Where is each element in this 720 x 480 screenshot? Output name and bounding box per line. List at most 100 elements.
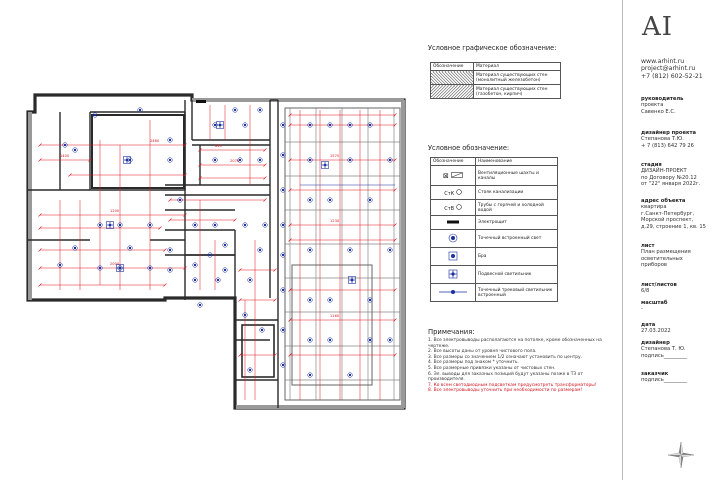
pendant-light-core bbox=[108, 223, 112, 227]
spot-light bbox=[307, 372, 313, 378]
dimension-tick bbox=[38, 226, 42, 230]
dimension-tick bbox=[393, 188, 397, 192]
legend-sewer-riser: Стояк канализации bbox=[475, 185, 558, 200]
spot-light bbox=[117, 222, 123, 228]
dimension-tick bbox=[163, 248, 167, 252]
legend-sconce: Бра bbox=[475, 247, 558, 266]
dimension-tick bbox=[233, 218, 237, 222]
title-field-value: Савенко Е.С. bbox=[641, 108, 676, 115]
pendant-light-core bbox=[323, 163, 327, 167]
dimension-tick bbox=[198, 163, 202, 167]
spot-light-core bbox=[258, 158, 262, 162]
spot-light-core bbox=[260, 328, 264, 332]
spot-light-core bbox=[281, 153, 285, 157]
dimension-tick bbox=[273, 353, 277, 357]
dimension-tick bbox=[288, 223, 292, 227]
spot-light-core bbox=[388, 158, 392, 162]
spot-light bbox=[307, 297, 313, 303]
dimension-tick bbox=[288, 158, 292, 162]
title-field-value: ДИЗАЙН-ПРОЕКТ bbox=[641, 168, 687, 175]
dimension-tick bbox=[38, 248, 42, 252]
spot-light bbox=[147, 222, 153, 228]
dimension-tick bbox=[288, 188, 292, 192]
spot-light-core bbox=[63, 143, 67, 147]
spot-light bbox=[247, 367, 253, 373]
legend-header-symbol: Обозначение bbox=[430, 62, 474, 71]
spot-light-core bbox=[388, 248, 392, 252]
spot-light bbox=[280, 252, 286, 258]
title-field-value: квартира bbox=[641, 204, 667, 211]
spot-light-core bbox=[243, 223, 247, 227]
legend-electrical-panel: Электрощит bbox=[475, 215, 558, 230]
spot-light-core bbox=[281, 328, 285, 332]
spot-light bbox=[347, 157, 353, 163]
spot-light bbox=[280, 287, 286, 293]
dimension-tick bbox=[183, 266, 187, 270]
pendant-light-core bbox=[218, 123, 222, 127]
track-light-icon bbox=[430, 283, 476, 302]
spot-light bbox=[242, 222, 248, 228]
spot-light bbox=[237, 157, 243, 163]
pendant-light bbox=[216, 121, 224, 129]
note-item-warning: 7. Ко всем светодиодным подсветкам преду… bbox=[428, 382, 597, 388]
spot-light-core bbox=[258, 108, 262, 112]
spot-light-core bbox=[328, 338, 332, 342]
compass-north-icon bbox=[667, 441, 695, 469]
spot-light bbox=[327, 197, 333, 203]
spot-light-core bbox=[168, 268, 172, 272]
dimension-tick bbox=[288, 318, 292, 322]
ventilation-icon: ⊠ bbox=[430, 165, 476, 186]
spot-light bbox=[212, 157, 218, 163]
title-field-value: Степанова Т.Ю. bbox=[641, 136, 684, 143]
spot-light bbox=[307, 197, 313, 203]
spot-light-core bbox=[281, 123, 285, 127]
spot-light bbox=[177, 197, 183, 203]
title-field-value: + 7 (813) 642 79 26 bbox=[641, 142, 694, 149]
title-field-value: проекта bbox=[641, 102, 664, 109]
spot-light-core bbox=[248, 278, 252, 282]
spot-light-core bbox=[213, 223, 217, 227]
spot-light-core bbox=[368, 338, 372, 342]
spot-light-core bbox=[308, 338, 312, 342]
note-item: 1. Все электровыводы располагаются на по… bbox=[428, 338, 602, 349]
spot-light bbox=[192, 262, 198, 268]
notes-block: Примечания: 1. Все электровыводы распола… bbox=[428, 328, 618, 394]
spot-light-core bbox=[118, 223, 122, 227]
title-field-value: подпись_________ bbox=[641, 377, 688, 384]
spot-light bbox=[167, 157, 173, 163]
spot-light bbox=[232, 107, 238, 113]
spot-light bbox=[222, 267, 228, 273]
spot-light bbox=[307, 157, 313, 163]
title-field-value: 6/8 bbox=[641, 288, 650, 295]
hatch-concrete-swatch bbox=[430, 70, 474, 85]
title-field-value: План размещения bbox=[641, 249, 691, 256]
wall-hatch bbox=[236, 405, 404, 409]
plan-fixtures bbox=[57, 100, 395, 378]
title-field-value: Морской проспект, bbox=[641, 217, 694, 224]
spot-light bbox=[167, 137, 173, 143]
spot-light-core bbox=[193, 263, 197, 267]
spot-light bbox=[242, 312, 248, 318]
legend-header-name: Наименование bbox=[475, 157, 558, 166]
ceiling-grid-frame bbox=[284, 107, 401, 401]
spot-light-core bbox=[328, 198, 332, 202]
legend-material-brick: Материал существующих стен (газобетон, к… bbox=[473, 84, 561, 99]
legend-track-light: Точечный трековый светильник встроенный bbox=[475, 283, 558, 302]
note-item-warning: 8. Все электровыводы уточнить при необхо… bbox=[428, 388, 583, 394]
spot-light-icon bbox=[430, 229, 476, 248]
wall-hatch bbox=[192, 98, 404, 102]
spot-light-core bbox=[308, 248, 312, 252]
spot-light-core bbox=[308, 123, 312, 127]
dimension-tick bbox=[393, 223, 397, 227]
title-block bbox=[622, 0, 720, 480]
dimension-tick bbox=[393, 123, 397, 127]
spot-light bbox=[262, 222, 268, 228]
spot-light-core bbox=[308, 373, 312, 377]
dimension-tick bbox=[38, 283, 42, 287]
note-item: 3. Все размеры со значением 1/2 означают… bbox=[428, 354, 583, 360]
dimension-tick bbox=[263, 198, 267, 202]
